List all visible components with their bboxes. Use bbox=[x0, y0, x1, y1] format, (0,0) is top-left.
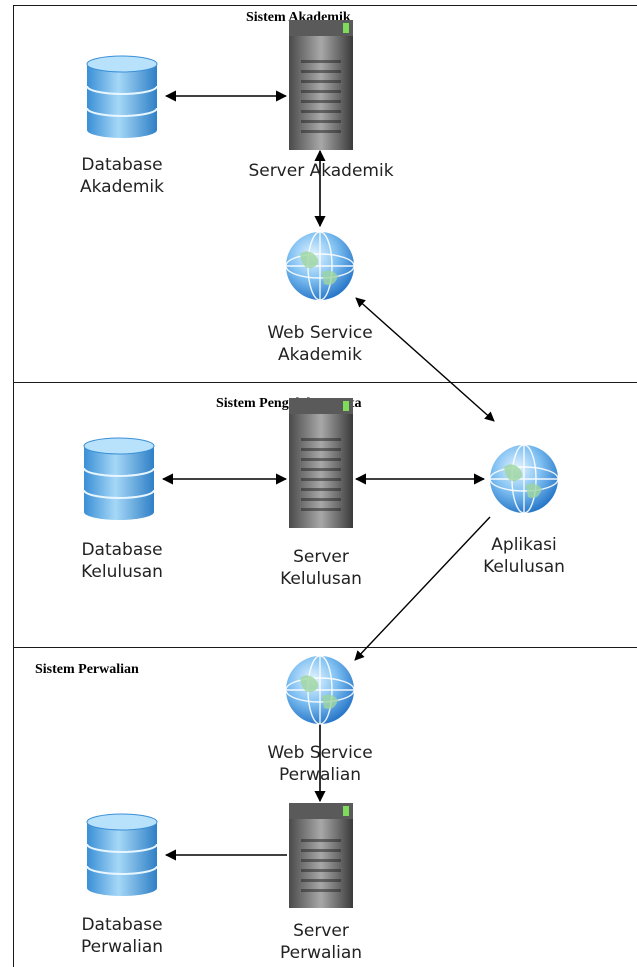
section-title-perwalian: Sistem Perwalian bbox=[35, 662, 139, 677]
label-line-1: Server Akademik bbox=[248, 161, 394, 181]
label-line-1: Database bbox=[81, 915, 163, 935]
label-web-service-akademik: Web Service Akademik bbox=[267, 322, 372, 366]
database-kelulusan bbox=[81, 436, 157, 526]
database-akademik bbox=[84, 54, 160, 144]
label-line-1: Web Service bbox=[267, 743, 373, 763]
label-line-1: Database bbox=[81, 540, 163, 560]
label-server-perwalian: Server Perwalian bbox=[280, 920, 362, 964]
label-database-kelulusan: Database Kelulusan bbox=[81, 539, 163, 583]
label-line-2: Akademik bbox=[80, 177, 164, 197]
section-frame-perwalian bbox=[13, 647, 637, 967]
server-icon bbox=[289, 20, 353, 150]
label-server-akademik: Server Akademik bbox=[248, 160, 393, 182]
server-icon bbox=[289, 803, 353, 908]
globe-icon bbox=[285, 231, 355, 301]
label-server-kelulusan: Server Kelulusan bbox=[280, 546, 362, 590]
label-web-service-perwalian: Web Service Perwalian bbox=[267, 742, 372, 786]
label-line-2: Kelulusan bbox=[81, 562, 163, 582]
web-service-perwalian bbox=[282, 652, 358, 732]
label-line-2: Kelulusan bbox=[483, 557, 565, 577]
label-line-2: Perwalian bbox=[279, 943, 363, 963]
server-icon bbox=[289, 398, 353, 528]
label-line-1: Server bbox=[293, 921, 349, 941]
server-kelulusan bbox=[287, 398, 355, 532]
aplikasi-kelulusan bbox=[486, 441, 562, 521]
label-line-2: Perwalian bbox=[80, 937, 164, 957]
globe-icon bbox=[285, 655, 355, 725]
label-line-1: Web Service bbox=[267, 323, 373, 343]
label-aplikasi-kelulusan: Aplikasi Kelulusan bbox=[483, 534, 565, 578]
label-line-1: Aplikasi bbox=[491, 535, 557, 555]
server-perwalian bbox=[287, 803, 355, 912]
database-icon bbox=[83, 437, 155, 520]
label-database-perwalian: Database Perwalian bbox=[81, 914, 163, 958]
label-line-1: Server bbox=[293, 547, 349, 567]
connector-app-kelulusan-ws-perwalian bbox=[354, 516, 491, 661]
label-line-1: Database bbox=[81, 155, 163, 175]
label-line-2: Perwalian bbox=[278, 765, 362, 785]
web-service-akademik bbox=[282, 228, 358, 308]
label-line-2: Kelulusan bbox=[280, 569, 362, 589]
database-icon bbox=[86, 55, 158, 138]
database-icon bbox=[86, 813, 158, 896]
server-akademik bbox=[287, 20, 355, 154]
label-database-akademik: Database Akademik bbox=[80, 154, 164, 198]
database-perwalian bbox=[84, 812, 160, 902]
label-line-2: Akademik bbox=[278, 345, 362, 365]
connector-ws-akademik-app-kelulusan bbox=[355, 297, 495, 422]
globe-icon bbox=[489, 444, 559, 514]
